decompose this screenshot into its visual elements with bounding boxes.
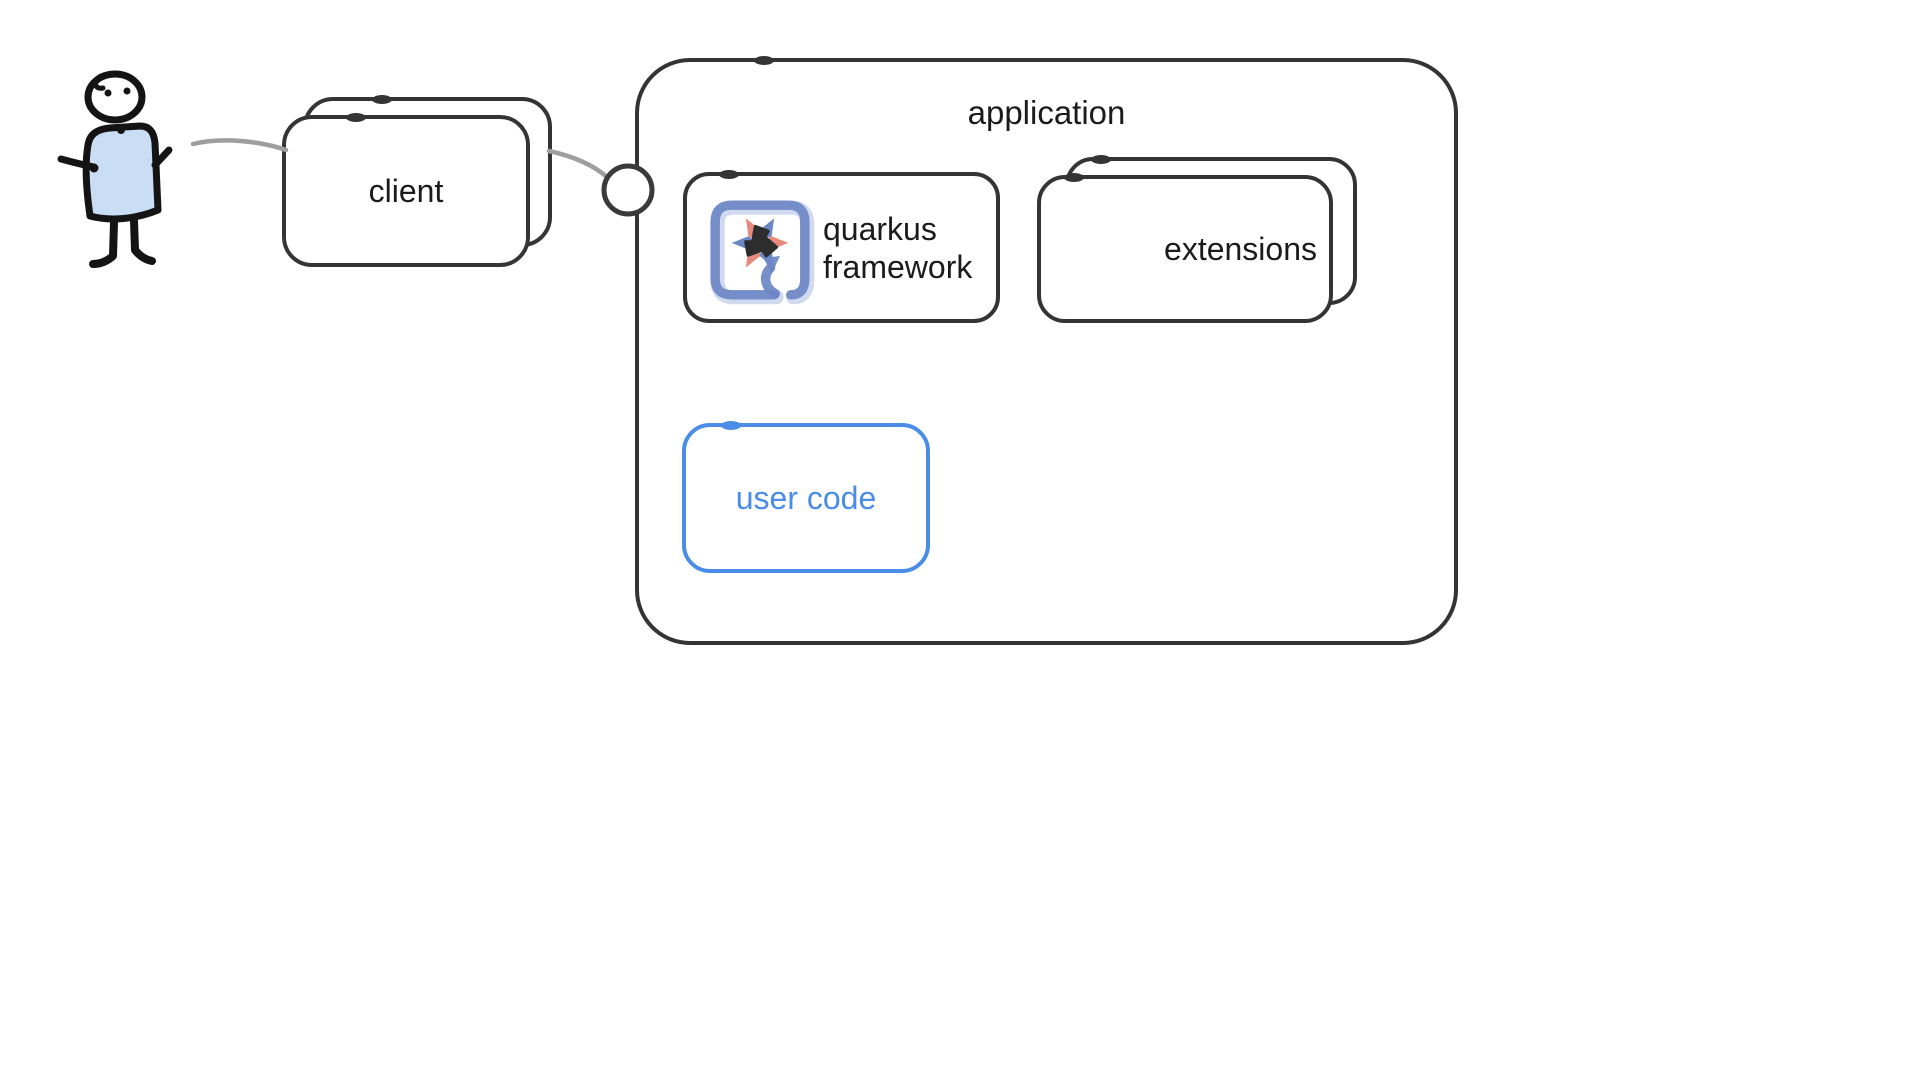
quarkus-label-line2: framework bbox=[823, 248, 973, 285]
stroke-knot bbox=[754, 56, 774, 65]
quarkus-logo-icon bbox=[710, 200, 815, 305]
quarkus-framework-box: quarkus framework bbox=[683, 170, 1000, 323]
client-box: client bbox=[282, 113, 530, 267]
stroke-knot bbox=[1091, 155, 1111, 164]
application-label: application bbox=[967, 94, 1126, 131]
client-label: client bbox=[368, 172, 444, 209]
quarkus-framework-label: quarkus framework bbox=[823, 176, 972, 319]
stroke-knot bbox=[346, 113, 366, 122]
user-code-label: user code bbox=[735, 479, 877, 516]
person-icon bbox=[57, 70, 173, 268]
user-code-box: user code bbox=[682, 421, 930, 573]
connector-client-to-application bbox=[546, 148, 610, 180]
quarkus-label-line1: quarkus bbox=[823, 210, 937, 247]
stroke-knot bbox=[372, 95, 392, 104]
extensions-box: extensions bbox=[1037, 173, 1333, 323]
stroke-knot bbox=[1064, 173, 1084, 182]
extensions-label: extensions bbox=[1164, 230, 1317, 267]
connector-person-to-client bbox=[190, 138, 289, 153]
stroke-knot bbox=[719, 170, 739, 179]
stroke-knot bbox=[721, 421, 741, 430]
